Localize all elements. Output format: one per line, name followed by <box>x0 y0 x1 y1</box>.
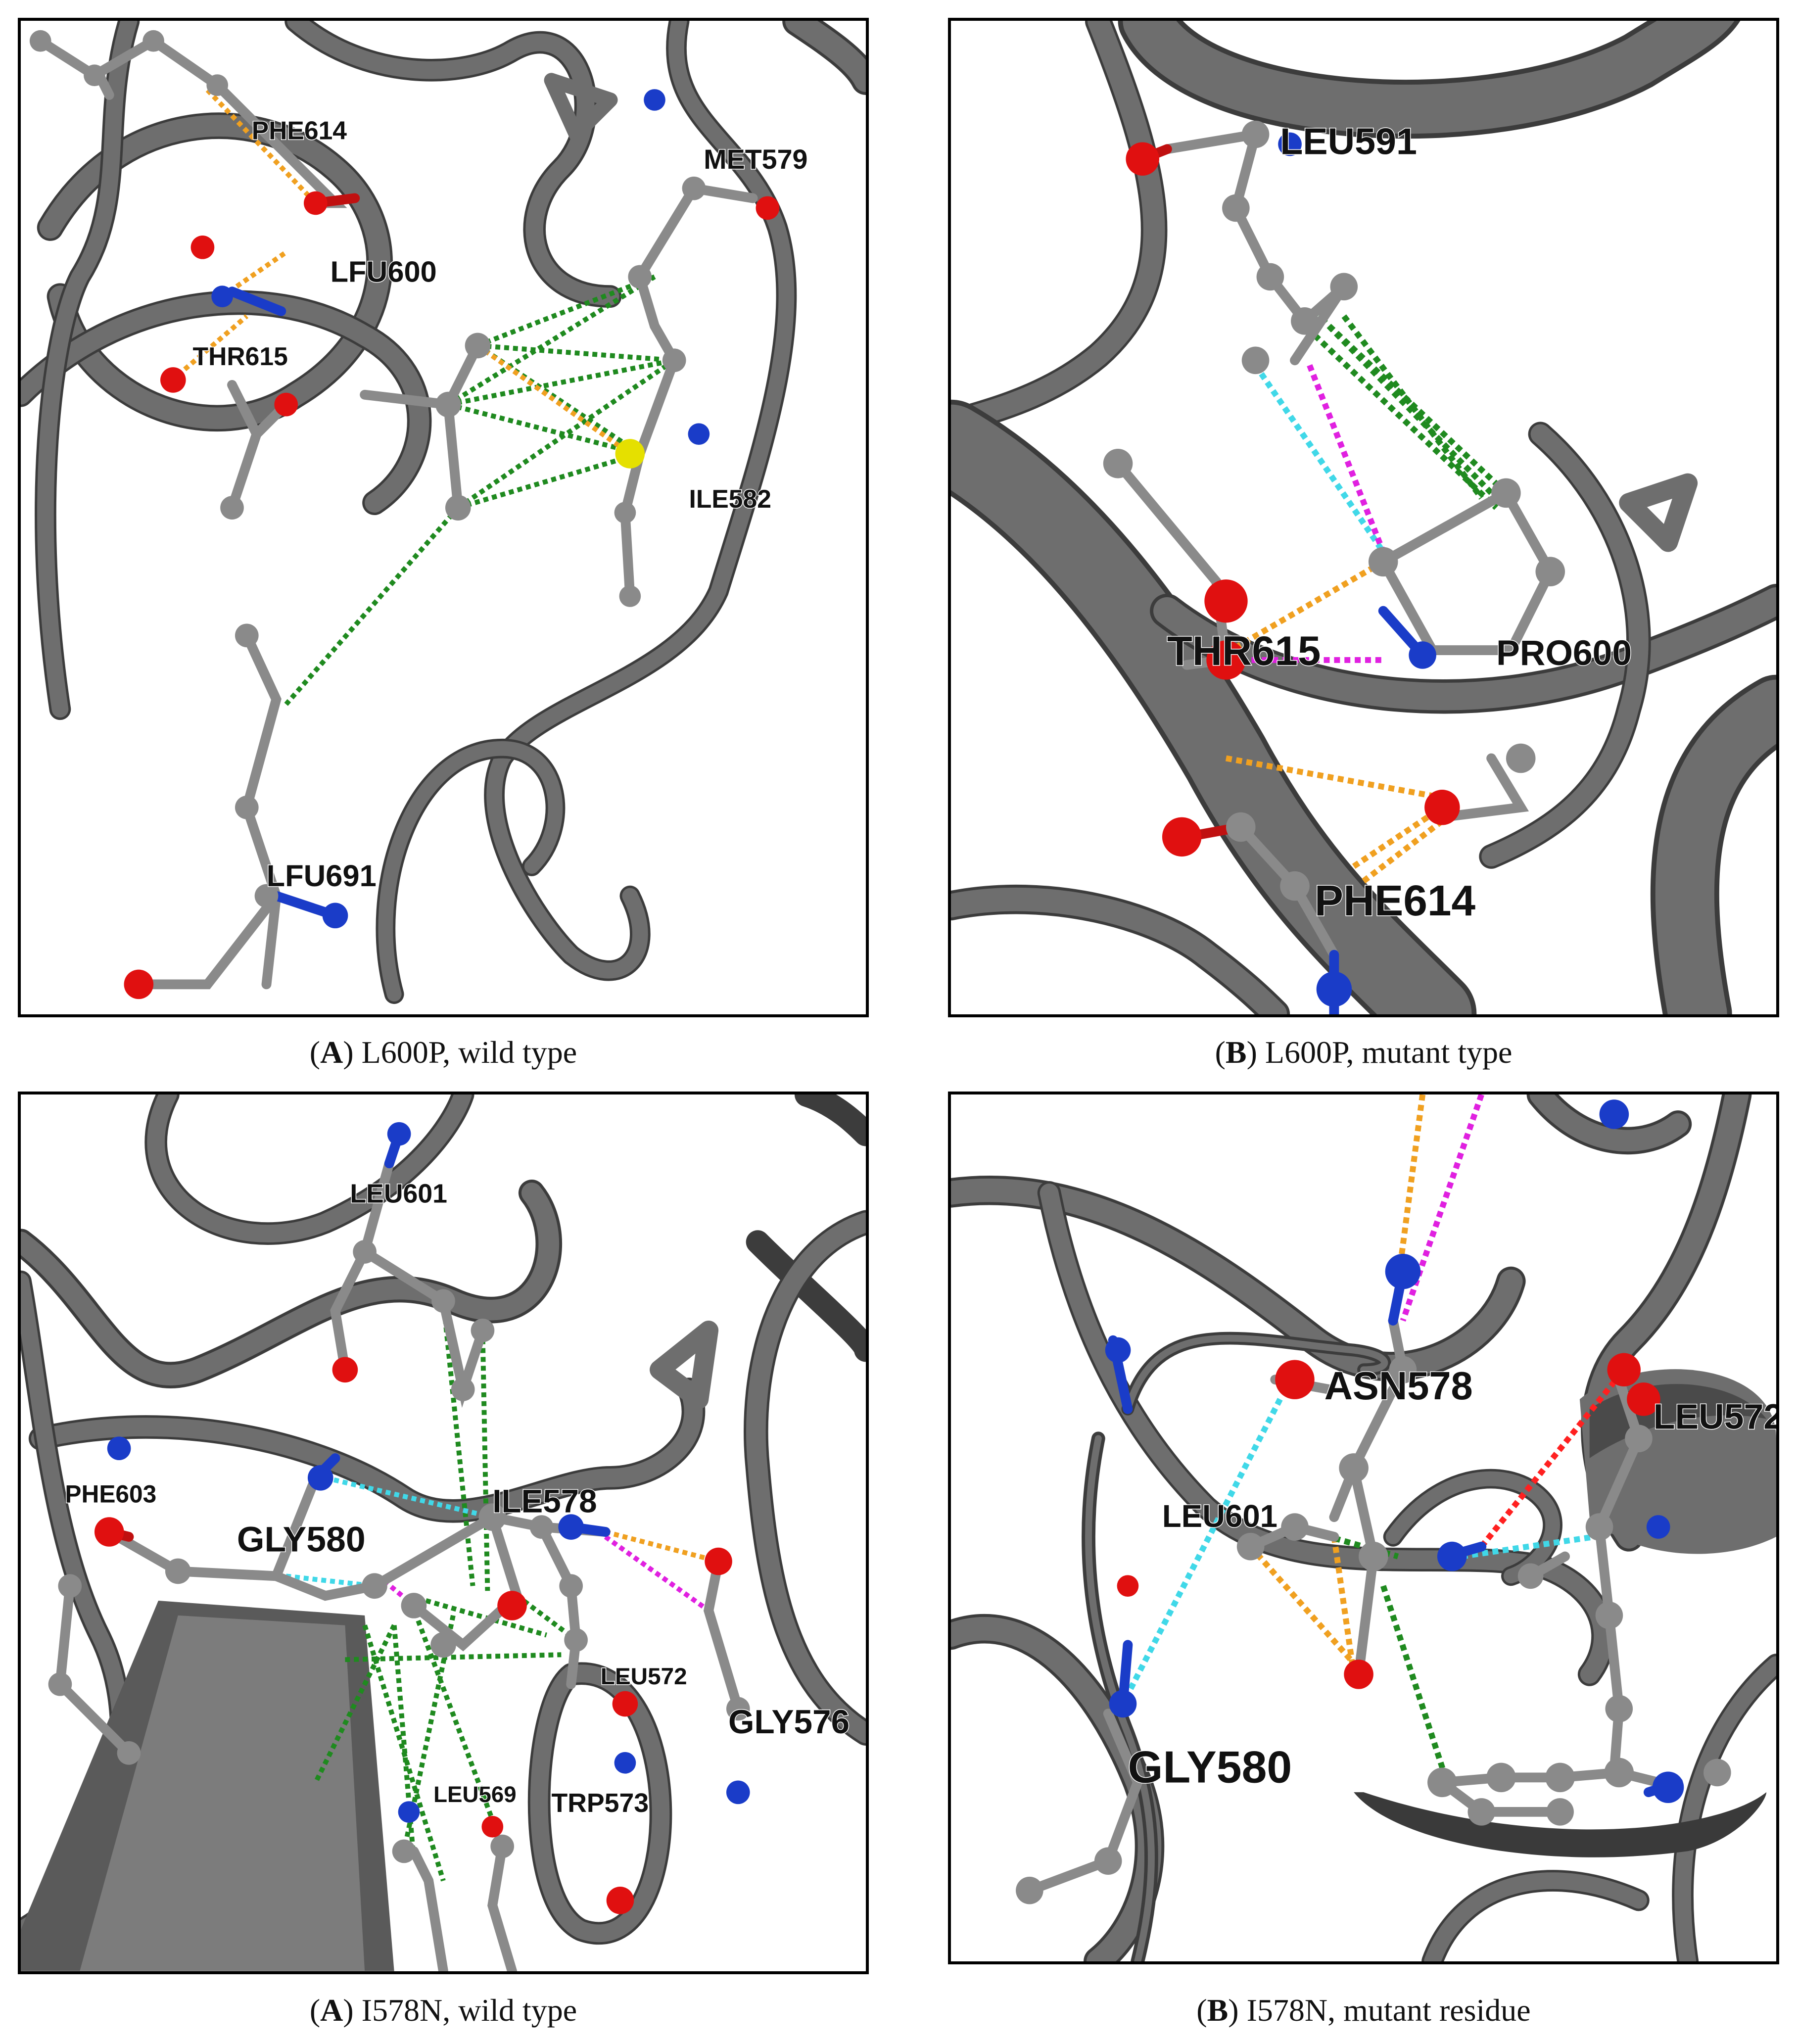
atoms <box>1103 120 1565 1007</box>
panel-l600p-mutant: LEU591 THR615 PRO600 PHE614 <box>948 18 1779 1017</box>
label-ile582: ILE582 <box>689 484 771 513</box>
interaction-lines <box>285 1300 719 1882</box>
molecule-view-i578n-mutant: ASN578 LEU572 LEU601 GLY580 <box>951 1094 1776 1961</box>
protein-ribbons <box>951 21 1776 1014</box>
residue-labels: LEU591 THR615 PRO600 PHE614 <box>1166 120 1632 926</box>
panel-l600p-wild: PHE614 MET579 LFU600 THR615 ILE582 LFU69… <box>18 18 869 1017</box>
label-thr615: THR615 <box>193 342 288 371</box>
residue-labels: ASN578 LEU572 LEU601 GLY580 <box>1127 1363 1776 1793</box>
caption-letter: B <box>1225 1035 1247 1070</box>
protein-ribbons <box>21 1094 866 1971</box>
caption-text: ) I578N, wild type <box>343 1993 577 2028</box>
caption-l600p-wild: (A) L600P, wild type <box>309 1035 577 1070</box>
panel-i578n-wild: LEU601 PHE603 GLY580 ILE578 LEU572 GLY57… <box>18 1092 869 1974</box>
label-pro600: PRO600 <box>1496 633 1632 673</box>
label-thr615: THR615 <box>1167 628 1321 674</box>
label-lfu600: LFU600 <box>331 255 437 288</box>
molecule-view-i578n-wild: LEU601 PHE603 GLY580 ILE578 LEU572 GLY57… <box>21 1094 866 1971</box>
molecule-view-l600p-wild: PHE614 MET579 LFU600 THR615 ILE582 LFU69… <box>21 21 866 1004</box>
label-leu572: LEU572 <box>601 1664 687 1690</box>
atoms <box>1016 1099 1731 1904</box>
label-gly580: GLY580 <box>237 1520 366 1560</box>
label-gly580: GLY580 <box>1128 1742 1292 1792</box>
atoms <box>48 1122 750 1914</box>
caption-letter: A <box>320 1993 343 2028</box>
caption-letter: B <box>1207 1993 1229 2028</box>
caption-letter: A <box>320 1035 343 1070</box>
caption-text: ) L600P, mutant type <box>1246 1035 1513 1070</box>
label-leu601: LEU601 <box>1162 1499 1277 1534</box>
caption-text: ) I578N, mutant residue <box>1228 1993 1531 2028</box>
protein-ribbons <box>21 21 866 1004</box>
label-leu569: LEU569 <box>433 1782 516 1807</box>
label-leu591: LEU591 <box>1280 120 1417 162</box>
label-asn578: ASN578 <box>1324 1364 1473 1408</box>
label-met579: MET579 <box>704 144 807 175</box>
panel-i578n-mutant: ASN578 LEU572 LEU601 GLY580 <box>948 1092 1779 1964</box>
molecule-view-l600p-mutant: LEU591 THR615 PRO600 PHE614 <box>951 21 1776 1014</box>
label-leu601: LEU601 <box>350 1179 447 1209</box>
caption-i578n-wild: (A) I578N, wild type <box>309 1993 577 2028</box>
caption-i578n-mutant: (B) I578N, mutant residue <box>1196 1993 1531 2028</box>
interaction-lines <box>1225 309 1509 884</box>
label-phe614: PHE614 <box>1315 876 1476 925</box>
atoms <box>29 30 780 999</box>
residue-labels: PHE614 MET579 LFU600 THR615 ILE582 LFU69… <box>192 115 808 894</box>
label-phe603: PHE603 <box>65 1480 156 1508</box>
label-gly576: GLY576 <box>728 1704 850 1741</box>
caption-l600p-mutant: (B) L600P, mutant type <box>1215 1035 1513 1070</box>
label-trp573: TRP573 <box>551 1788 649 1818</box>
label-phe614: PHE614 <box>252 116 347 144</box>
residue-labels: LEU601 PHE603 GLY580 ILE578 LEU572 GLY57… <box>64 1178 851 1818</box>
label-leu572: LEU572 <box>1654 1397 1776 1436</box>
label-lfu691: LFU691 <box>267 859 377 893</box>
label-ile578: ILE578 <box>492 1483 597 1519</box>
caption-text: ) L600P, wild type <box>343 1035 577 1070</box>
